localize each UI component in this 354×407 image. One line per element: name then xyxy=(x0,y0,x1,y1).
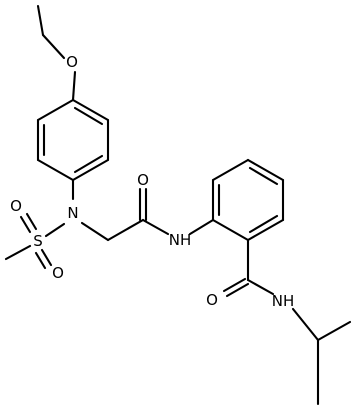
atom-o-ether: O xyxy=(66,53,78,71)
bond-s-ch3 xyxy=(4,244,32,261)
ring1-bond-6 xyxy=(36,98,75,122)
bond-ch2-co xyxy=(106,218,145,242)
acetamide-linker xyxy=(80,187,215,242)
bond-n-ch2 xyxy=(80,221,110,242)
atom-o-amide-2: O xyxy=(206,291,218,309)
bond-ethyl-ch3-ch2 xyxy=(36,4,45,37)
atom-o-sulfonyl-top: O xyxy=(10,197,22,215)
benzamide-ring xyxy=(211,158,285,242)
bond-n-s xyxy=(44,222,66,238)
atom-o-sulfonyl-bottom: O xyxy=(52,264,64,282)
bond-nh-ch2 xyxy=(291,307,320,342)
bond-o-aryl xyxy=(71,70,77,102)
ring2-bond-5 xyxy=(246,218,285,242)
ring1-bond-3 xyxy=(71,158,110,182)
ring2-double-2 xyxy=(248,166,279,186)
bond-ch-ch3-a xyxy=(316,320,352,342)
ring1-bond-4 xyxy=(36,158,75,182)
bond-s-o2-a xyxy=(34,251,47,270)
bond-co-nh xyxy=(141,218,170,236)
ethoxy-group xyxy=(36,4,77,102)
ring2-double-3 xyxy=(248,214,279,234)
bond-co-o2-a xyxy=(222,277,247,293)
bond-nh-aryl xyxy=(188,218,215,236)
bond-co-o2-b xyxy=(225,282,250,298)
atom-n-sulfonamide: N xyxy=(67,204,78,222)
atom-s-sulfonyl: S xyxy=(33,232,43,250)
ring2-bond-3 xyxy=(246,158,285,182)
ring1-double-2 xyxy=(73,154,104,174)
ring1-bond-1 xyxy=(71,98,110,122)
atom-o-amide-1: O xyxy=(137,171,149,189)
ethoxyphenyl-ring xyxy=(36,98,110,182)
atom-nh-amide-1: NH xyxy=(169,231,192,249)
ring1-double-1 xyxy=(73,106,104,126)
ring2-bond-2 xyxy=(211,158,250,182)
bond-s-o1-b xyxy=(25,212,38,231)
atom-nh-amide-2: NH xyxy=(272,292,295,310)
bond-co-nh2 xyxy=(246,278,275,296)
bond-s-o1-a xyxy=(19,215,32,234)
methanesulfonyl-group xyxy=(4,178,75,270)
ring2-bond-6 xyxy=(211,218,250,242)
bond-ethyl-ch2-o xyxy=(41,33,66,60)
atom-labels: O N S O O O NH O NH xyxy=(10,53,294,310)
isobutyl-amide-group xyxy=(222,238,352,406)
bond-s-o2-b xyxy=(40,248,53,267)
